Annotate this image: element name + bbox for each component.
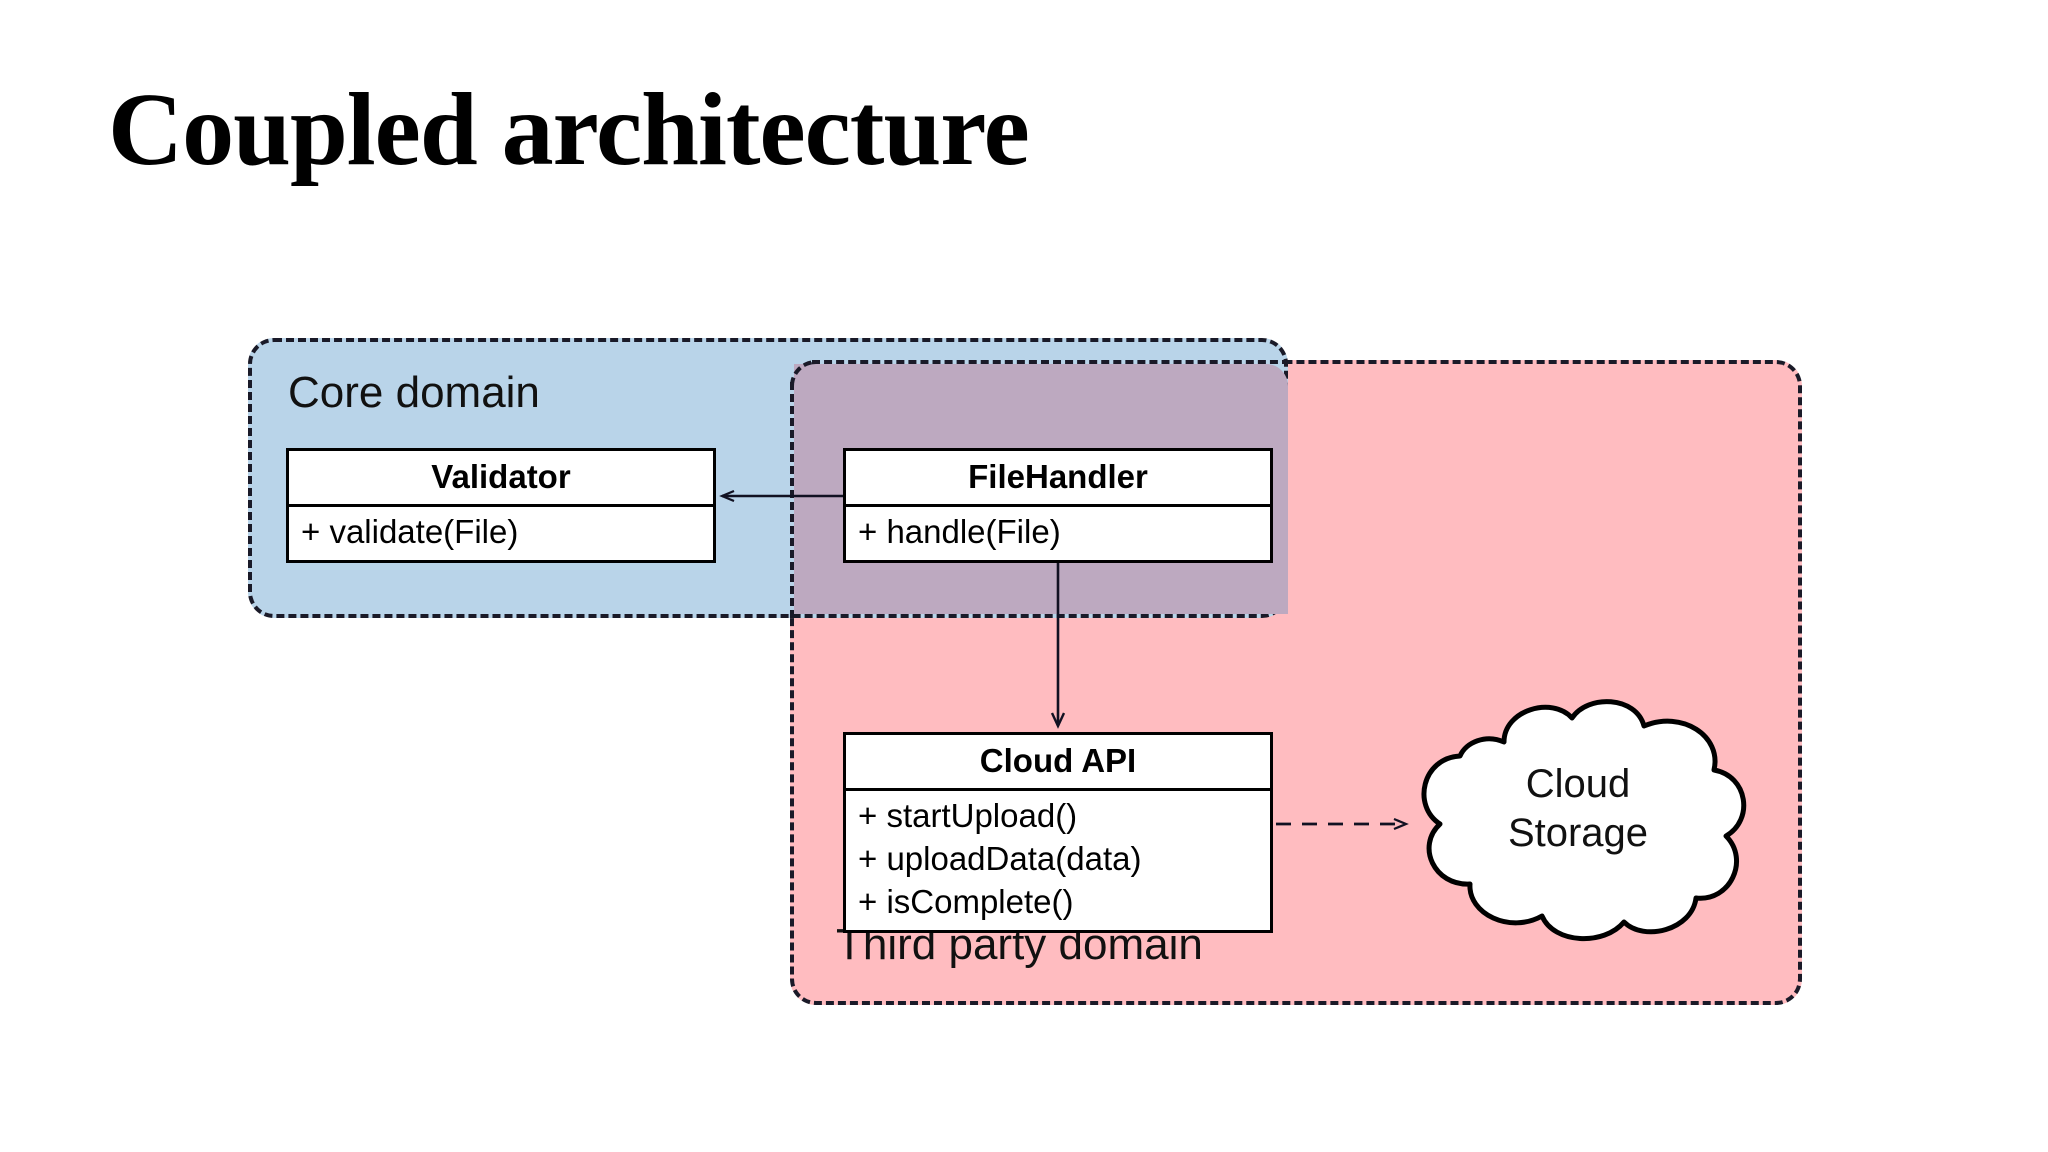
- uml-members-validator: + validate(File): [289, 507, 713, 560]
- uml-member: + handle(File): [858, 513, 1061, 550]
- uml-class-name-validator: Validator: [289, 451, 713, 507]
- page-title: Coupled architecture: [108, 72, 1030, 187]
- uml-members-cloud-api: + startUpload() + uploadData(data) + isC…: [846, 791, 1270, 930]
- overlap-edge-top: [812, 360, 1290, 364]
- uml-class-validator[interactable]: Validator + validate(File): [286, 448, 716, 563]
- uml-class-name-filehandler: FileHandler: [846, 451, 1270, 507]
- uml-member: + uploadData(data): [858, 840, 1142, 877]
- uml-member: + startUpload(): [858, 797, 1078, 834]
- uml-member: + isComplete(): [858, 883, 1074, 920]
- uml-class-filehandler[interactable]: FileHandler + handle(File): [843, 448, 1273, 563]
- uml-members-filehandler: + handle(File): [846, 507, 1270, 560]
- overlap-corner: [790, 360, 816, 386]
- uml-class-cloud-api[interactable]: Cloud API + startUpload() + uploadData(d…: [843, 732, 1273, 933]
- uml-class-name-cloud-api: Cloud API: [846, 735, 1270, 791]
- cloud-icon[interactable]: [1400, 690, 1756, 948]
- region-label-core-domain: Core domain: [288, 368, 540, 417]
- overlap-edge-left: [790, 382, 794, 618]
- uml-member: + validate(File): [301, 513, 519, 550]
